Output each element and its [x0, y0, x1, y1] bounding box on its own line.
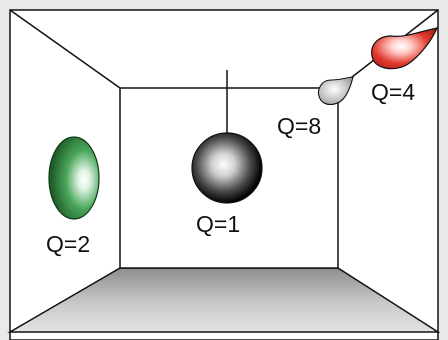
grey-drop-label: Q=8 — [277, 113, 321, 139]
corner-line-top-left — [9, 9, 121, 89]
sphere-body — [191, 132, 263, 204]
sphere-center: Q=1 — [191, 70, 263, 237]
sphere-label: Q=1 — [196, 211, 240, 237]
red-drop-body — [371, 27, 438, 70]
grey-drop: Q=8 — [277, 76, 354, 139]
green-ellipsoid-label: Q=2 — [46, 231, 90, 257]
green-ellipsoid-body — [48, 136, 100, 220]
red-drop: Q=4 — [371, 27, 438, 105]
grey-drop-body — [317, 76, 354, 106]
red-drop-label: Q=4 — [371, 79, 415, 105]
green-ellipsoid: Q=2 — [46, 136, 100, 257]
